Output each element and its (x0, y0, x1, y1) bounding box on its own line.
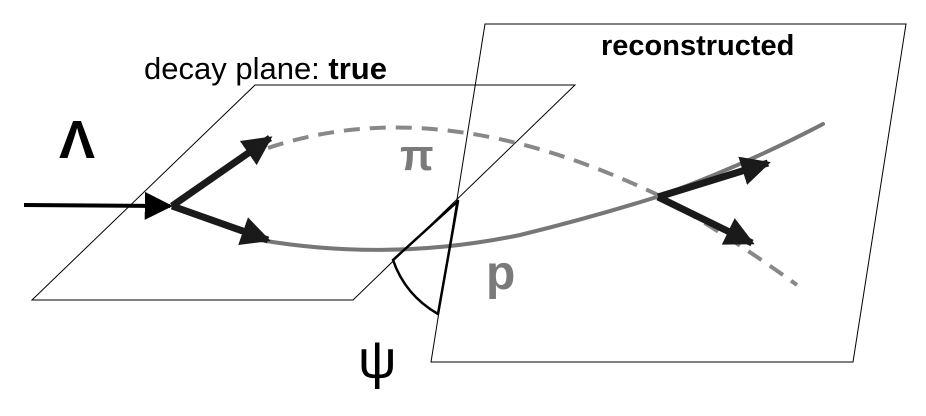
proton-momentum-arrow (170, 202, 271, 246)
reco-pion-arrow (656, 193, 755, 247)
pion-label: π (400, 131, 434, 180)
lambda-label: Λ (59, 110, 95, 170)
lambda-incoming-arrow (23, 191, 173, 220)
psi-angle-wedge (391, 199, 460, 316)
proton-label: p (486, 247, 515, 300)
true-plane-label: decay plane: true (144, 51, 387, 86)
true-decay-plane (30, 84, 577, 301)
pion-momentum-arrow (170, 135, 273, 209)
reco-proton-arrow (656, 156, 771, 201)
psi-label: ψ (358, 330, 397, 390)
pion-track (267, 125, 661, 198)
proton-track (258, 194, 662, 252)
reconstructed-plane-label: reconstructed (601, 30, 794, 62)
